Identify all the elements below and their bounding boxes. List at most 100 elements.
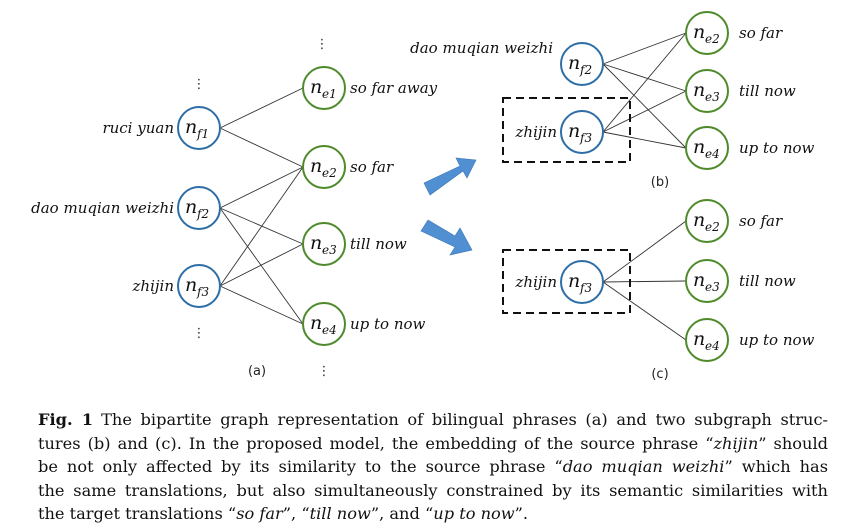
node-subscript: e2: [705, 32, 720, 46]
panel_c-label: (c): [651, 367, 668, 382]
panel_b-highlight-box: [502, 97, 631, 163]
node-subscript: f2: [196, 207, 209, 221]
node-subscript: e4: [705, 147, 720, 161]
panel_b-phrase-e2: so far: [739, 24, 783, 42]
target-node-circle: [302, 302, 346, 346]
node-subscript: e4: [322, 323, 337, 337]
source-node-circle: [177, 186, 221, 230]
panel_a-label: (a): [248, 364, 266, 379]
panel_b-phrase-e4: up to now: [739, 139, 815, 157]
panel_c-phrase-f3: zhijin: [515, 273, 557, 291]
panel_a-ellipsis-2: ⋮: [316, 37, 329, 52]
panel_a-phrase-e4: up to now: [350, 315, 426, 333]
node-symbol: n: [568, 52, 580, 74]
caption-line: the target translations “so far”, “till …: [38, 504, 529, 524]
node-symbol: n: [693, 209, 705, 231]
caption-fig-label: Fig. 1: [38, 410, 94, 429]
source-node-circle: [177, 264, 221, 308]
node-symbol: n: [310, 232, 322, 254]
panel_a-edge-f3-e3: [219, 243, 304, 287]
caption-line: be not only affected by its similarity t…: [38, 457, 828, 477]
panel_c-edge-f3-e2: [602, 220, 687, 283]
panel_a-ellipsis-1: ⋮: [193, 326, 206, 341]
node-symbol: n: [185, 274, 197, 296]
panel_a-edge-f1-e1: [219, 87, 304, 129]
panel_a-edge-f3-e2: [219, 166, 304, 287]
source-node-circle: [560, 260, 604, 304]
panel_b-label: (b): [651, 175, 669, 190]
caption-line: Fig. 1 The bipartite graph representatio…: [38, 410, 828, 429]
node-subscript: f1: [196, 127, 209, 141]
node-subscript: e3: [705, 90, 720, 104]
caption-italic-term: up to now: [433, 504, 515, 524]
panel_c-highlight-box: [502, 249, 631, 314]
target-node-circle: [685, 126, 729, 170]
caption-italic-term: so far: [236, 504, 283, 524]
panel_c-phrase-e2: so far: [739, 212, 783, 230]
panel_c-edge-f3-e4: [602, 281, 687, 341]
source-node-circle: [177, 106, 221, 150]
caption-line: tures (b) and (c). In the proposed model…: [38, 433, 829, 453]
node-symbol: n: [310, 312, 322, 334]
panel_a-phrase-e2: so far: [350, 158, 394, 176]
node-symbol: n: [693, 328, 705, 350]
panel_b-phrase-f2: dao muqian weizhi: [410, 39, 553, 57]
node-subscript: f3: [579, 131, 592, 145]
node-symbol: n: [568, 120, 580, 142]
node-subscript: e2: [705, 220, 720, 234]
panel_c-phrase-e3: till now: [739, 272, 796, 290]
target-node-circle: [302, 66, 346, 110]
panel_c-phrase-e4: up to now: [739, 331, 815, 349]
panel_b-edge-f2-e2: [602, 32, 687, 65]
panel_a-edge-f1-e2: [219, 127, 304, 168]
transition-arrows: [420, 157, 477, 256]
node-subscript: f3: [196, 285, 209, 299]
node-subscript: e3: [705, 280, 720, 294]
node-symbol: n: [185, 116, 197, 138]
caption-italic-term: dao muqian weizhi: [562, 457, 725, 477]
panel_c-edge-f3-e3: [602, 280, 687, 283]
source-node-circle: [560, 110, 604, 154]
panel_a-edge-f3-e4: [219, 285, 304, 325]
target-node-circle: [302, 222, 346, 266]
panel_a-edge-f2-e4: [219, 207, 304, 325]
node-symbol: n: [693, 21, 705, 43]
node-symbol: n: [568, 270, 580, 292]
node-subscript: e1: [322, 87, 337, 101]
node-symbol: n: [693, 136, 705, 158]
caption-line: the same translations, but also simultan…: [38, 480, 828, 500]
panel_b-edge-f3-e3: [602, 90, 687, 133]
node-symbol: n: [693, 79, 705, 101]
arrow-to-panel-c: [420, 219, 473, 256]
target-node-circle: [685, 318, 729, 362]
target-node-circle: [685, 11, 729, 55]
target-node-circle: [685, 199, 729, 243]
caption-italic-term: zhijin: [713, 433, 759, 453]
panel_a-phrase-f3: zhijin: [132, 277, 174, 295]
target-node-circle: [685, 69, 729, 113]
node-subscript: e2: [322, 166, 337, 180]
panel_b-edge-f2-e4: [602, 63, 687, 149]
arrow-to-panel-b: [423, 157, 477, 196]
node-symbol: n: [185, 196, 197, 218]
node-symbol: n: [693, 269, 705, 291]
panel_a-edge-f2-e2: [219, 166, 304, 209]
node-subscript: e3: [322, 243, 337, 257]
panel_b-phrase-f3: zhijin: [515, 123, 557, 141]
node-subscript: e4: [705, 339, 720, 353]
node-subscript: f2: [579, 63, 592, 77]
target-node-circle: [685, 259, 729, 303]
